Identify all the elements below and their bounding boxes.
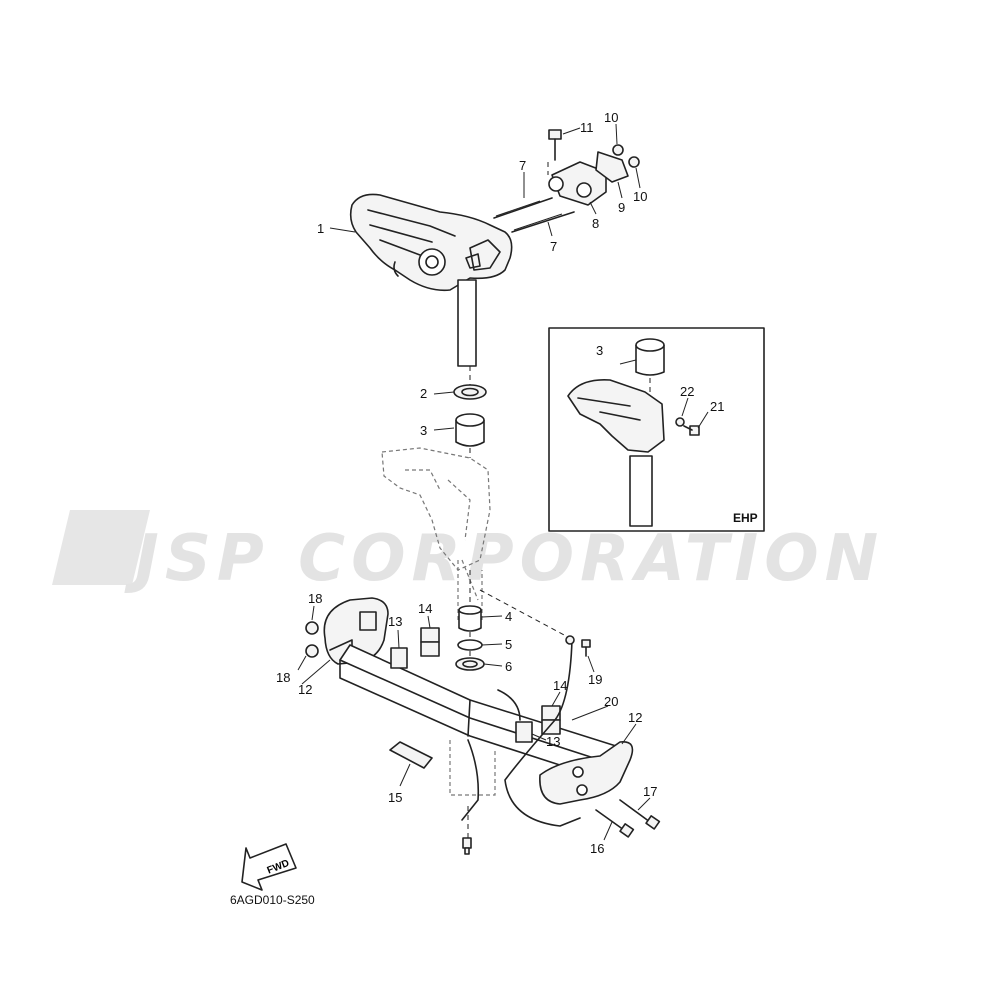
nut-18-bottom[interactable]	[305, 644, 319, 658]
plate-part-15[interactable]	[389, 741, 433, 769]
bolt-19[interactable]	[581, 639, 591, 657]
callout-12-left[interactable]: 12	[298, 682, 312, 697]
ehp-bushing-3[interactable]	[635, 338, 665, 376]
o-ring-part-5[interactable]	[457, 639, 483, 651]
steering-shaft	[457, 279, 477, 367]
callout-6[interactable]: 6	[505, 659, 512, 674]
callout-22[interactable]: 22	[680, 384, 694, 399]
callout-1[interactable]: 1	[317, 221, 324, 236]
ehp-inset	[548, 327, 765, 532]
ehp-inset-label: EHP	[733, 511, 758, 525]
washer-part-6[interactable]	[455, 657, 485, 671]
bottom-screw	[462, 837, 472, 855]
guide-lines	[467, 162, 567, 838]
nut-10-top[interactable]	[612, 144, 624, 156]
callout-5[interactable]: 5	[505, 637, 512, 652]
callout-11[interactable]: 11	[580, 120, 594, 135]
callout-4[interactable]: 4	[505, 609, 512, 624]
fwd-arrow-icon: FWD	[241, 843, 297, 891]
damper-13-right[interactable]	[515, 721, 533, 743]
callout-19[interactable]: 19	[588, 672, 602, 687]
leader-lines	[297, 123, 709, 841]
bolt-11[interactable]	[548, 129, 562, 161]
callout-7-top[interactable]: 7	[519, 158, 526, 173]
callout-17[interactable]: 17	[643, 784, 657, 799]
callout-9[interactable]: 9	[618, 200, 625, 215]
watermark-text: JSP CORPORATION	[124, 522, 884, 596]
mount-damper-left[interactable]	[323, 597, 389, 665]
callout-numbers: 1 2 3 4 5 6 7 7 8 9 10 10 11 12 12 13 13…	[276, 110, 724, 856]
callout-10-bottom[interactable]: 10	[633, 189, 647, 204]
diagram-reference-code: 6AGD010-S250	[230, 893, 315, 907]
callout-14-left[interactable]: 14	[418, 601, 432, 616]
swivel-bracket-part[interactable]	[349, 193, 513, 292]
rubber-14-right[interactable]	[541, 705, 561, 735]
ehp-washer-22[interactable]	[675, 417, 685, 427]
watermark-logo-mark	[52, 510, 150, 585]
rubber-14-left[interactable]	[420, 627, 440, 657]
callout-3[interactable]: 3	[420, 423, 427, 438]
watermark: JSP CORPORATION	[52, 510, 884, 596]
callout-15[interactable]: 15	[388, 790, 402, 805]
callout-20[interactable]: 20	[604, 694, 618, 709]
callout-10-top[interactable]: 10	[604, 110, 618, 125]
nut-10-bottom[interactable]	[628, 156, 640, 168]
bushing-part-4[interactable]	[458, 605, 482, 632]
callout-13-left[interactable]: 13	[388, 614, 402, 629]
callout-3-ehp[interactable]: 3	[596, 343, 603, 358]
bolt-16[interactable]	[595, 809, 635, 838]
tilt-stop-lever[interactable]	[548, 161, 607, 206]
bolt-17[interactable]	[619, 799, 661, 830]
callout-18-top[interactable]: 18	[308, 591, 322, 606]
stud-bolts[interactable]	[493, 197, 575, 233]
callout-8[interactable]: 8	[592, 216, 599, 231]
callout-2[interactable]: 2	[420, 386, 427, 401]
bushing-part-2[interactable]	[453, 384, 487, 400]
ground-lead-20[interactable]	[461, 635, 581, 827]
plate-part-9[interactable]	[595, 151, 629, 183]
callout-7-bottom[interactable]: 7	[550, 239, 557, 254]
damper-13-left[interactable]	[390, 647, 408, 669]
bushing-part-3[interactable]	[455, 413, 485, 447]
callout-18-bottom[interactable]: 18	[276, 670, 290, 685]
mount-damper-right[interactable]	[539, 741, 634, 805]
ehp-bolt-21[interactable]	[683, 425, 700, 436]
nut-18-top[interactable]	[305, 621, 319, 635]
callout-14-right[interactable]: 14	[553, 678, 567, 693]
callout-12-right[interactable]: 12	[628, 710, 642, 725]
callout-16[interactable]: 16	[590, 841, 604, 856]
callout-21[interactable]: 21	[710, 399, 724, 414]
callout-13-right[interactable]: 13	[546, 734, 560, 749]
